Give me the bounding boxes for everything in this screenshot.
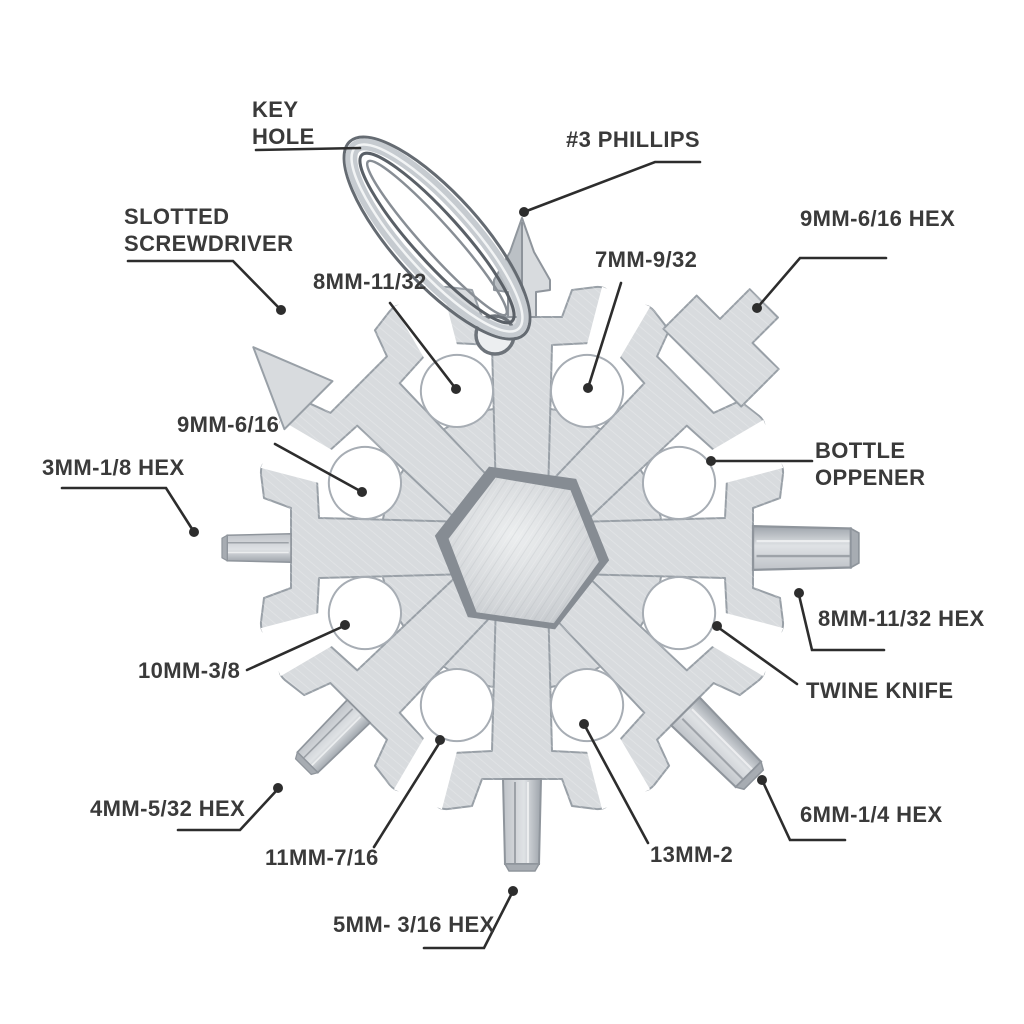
- slotted-screwdriver-tip: [252, 346, 334, 431]
- leader-hex-6mm: [761, 780, 847, 842]
- label-line: HOLE: [252, 124, 315, 149]
- label-line: 5MM- 3/16 HEX: [333, 912, 495, 937]
- label-line: 13MM-2: [650, 842, 734, 867]
- label-line: 6MM-1/4 HEX: [800, 802, 943, 827]
- leader-wrench-7mm: [586, 281, 623, 390]
- label-line: 8MM-11/32 HEX: [818, 606, 985, 631]
- label-hex-9mm-6-16: 9MM-6/16 HEX: [800, 205, 955, 232]
- label-key-hole: KEY HOLE: [252, 96, 315, 150]
- leader-wrench-9mm: [273, 442, 364, 494]
- label-wrench-10mm-3-8: 10MM-3/8: [138, 657, 240, 684]
- leader-slotted: [126, 259, 283, 312]
- label-line: TWINE KNIFE: [806, 678, 954, 703]
- label-twine-knife: TWINE KNIFE: [806, 677, 953, 704]
- label-wrench-7mm-9-32: 7MM-9/32: [595, 246, 697, 273]
- label-hex-3mm-1-8: 3MM-1/8 HEX: [42, 454, 185, 481]
- label-line: KEY: [252, 97, 299, 122]
- leader-wrench-11mm: [372, 740, 442, 849]
- leader-hex-5mm: [422, 891, 514, 950]
- label-line: 10MM-3/8: [138, 658, 241, 683]
- leader-wrench-10mm: [245, 624, 346, 672]
- label-wrench-11mm-7-16: 11MM-7/16: [265, 844, 379, 871]
- label-wrench-13mm-2: 13MM-2: [650, 841, 733, 868]
- center-hex-socket: [434, 466, 610, 630]
- label-line: OPPENER: [815, 465, 926, 490]
- label-phillips-3: #3 PHILLIPS: [566, 126, 700, 153]
- leader-key-hole: [254, 146, 362, 152]
- label-hex-4mm-5-32: 4MM-5/32 HEX: [90, 795, 245, 822]
- label-line: SLOTTED: [124, 204, 230, 229]
- leader-phillips: [522, 160, 702, 214]
- label-bottle-opener: BOTTLE OPPENER: [815, 437, 925, 491]
- leader-lines: [60, 146, 888, 950]
- label-line: 11MM-7/16: [265, 845, 379, 870]
- label-line: 4MM-5/32 HEX: [90, 796, 246, 821]
- leader-twine-knife: [717, 626, 799, 686]
- leader-wrench-13mm: [583, 724, 650, 845]
- leader-hex-9mm: [755, 256, 888, 310]
- hex-bit-3mm: [221, 533, 292, 563]
- label-line: 9MM-6/16 HEX: [800, 206, 956, 231]
- label-line: 9MM-6/16: [177, 412, 280, 437]
- label-wrench-9mm-6-16: 9MM-6/16: [177, 411, 279, 438]
- leader-hex-4mm: [176, 788, 279, 832]
- hex-bit-8mm: [751, 525, 860, 571]
- label-line: 7MM-9/32: [595, 247, 698, 272]
- label-hex-8mm-11-32: 8MM-11/32 HEX: [818, 605, 985, 632]
- leader-wrench-8mm: [388, 301, 458, 391]
- leader-hex-3mm: [60, 486, 196, 534]
- label-line: BOTTLE: [815, 438, 906, 463]
- hex-bit-5mm: [502, 778, 542, 872]
- leader-dots: [189, 207, 804, 896]
- label-wrench-8mm-11-32: 8MM-11/32: [313, 268, 427, 295]
- label-hex-6mm-1-4: 6MM-1/4 HEX: [800, 801, 943, 828]
- label-hex-5mm-3-16: 5MM- 3/16 HEX: [333, 911, 495, 938]
- label-line: 8MM-11/32: [313, 269, 427, 294]
- label-line: #3 PHILLIPS: [566, 127, 700, 152]
- leader-hex-8mm: [797, 593, 886, 652]
- label-line: 3MM-1/8 HEX: [42, 455, 185, 480]
- label-slotted-screwdriver: SLOTTED SCREWDRIVER: [124, 203, 293, 257]
- label-line: SCREWDRIVER: [124, 231, 294, 256]
